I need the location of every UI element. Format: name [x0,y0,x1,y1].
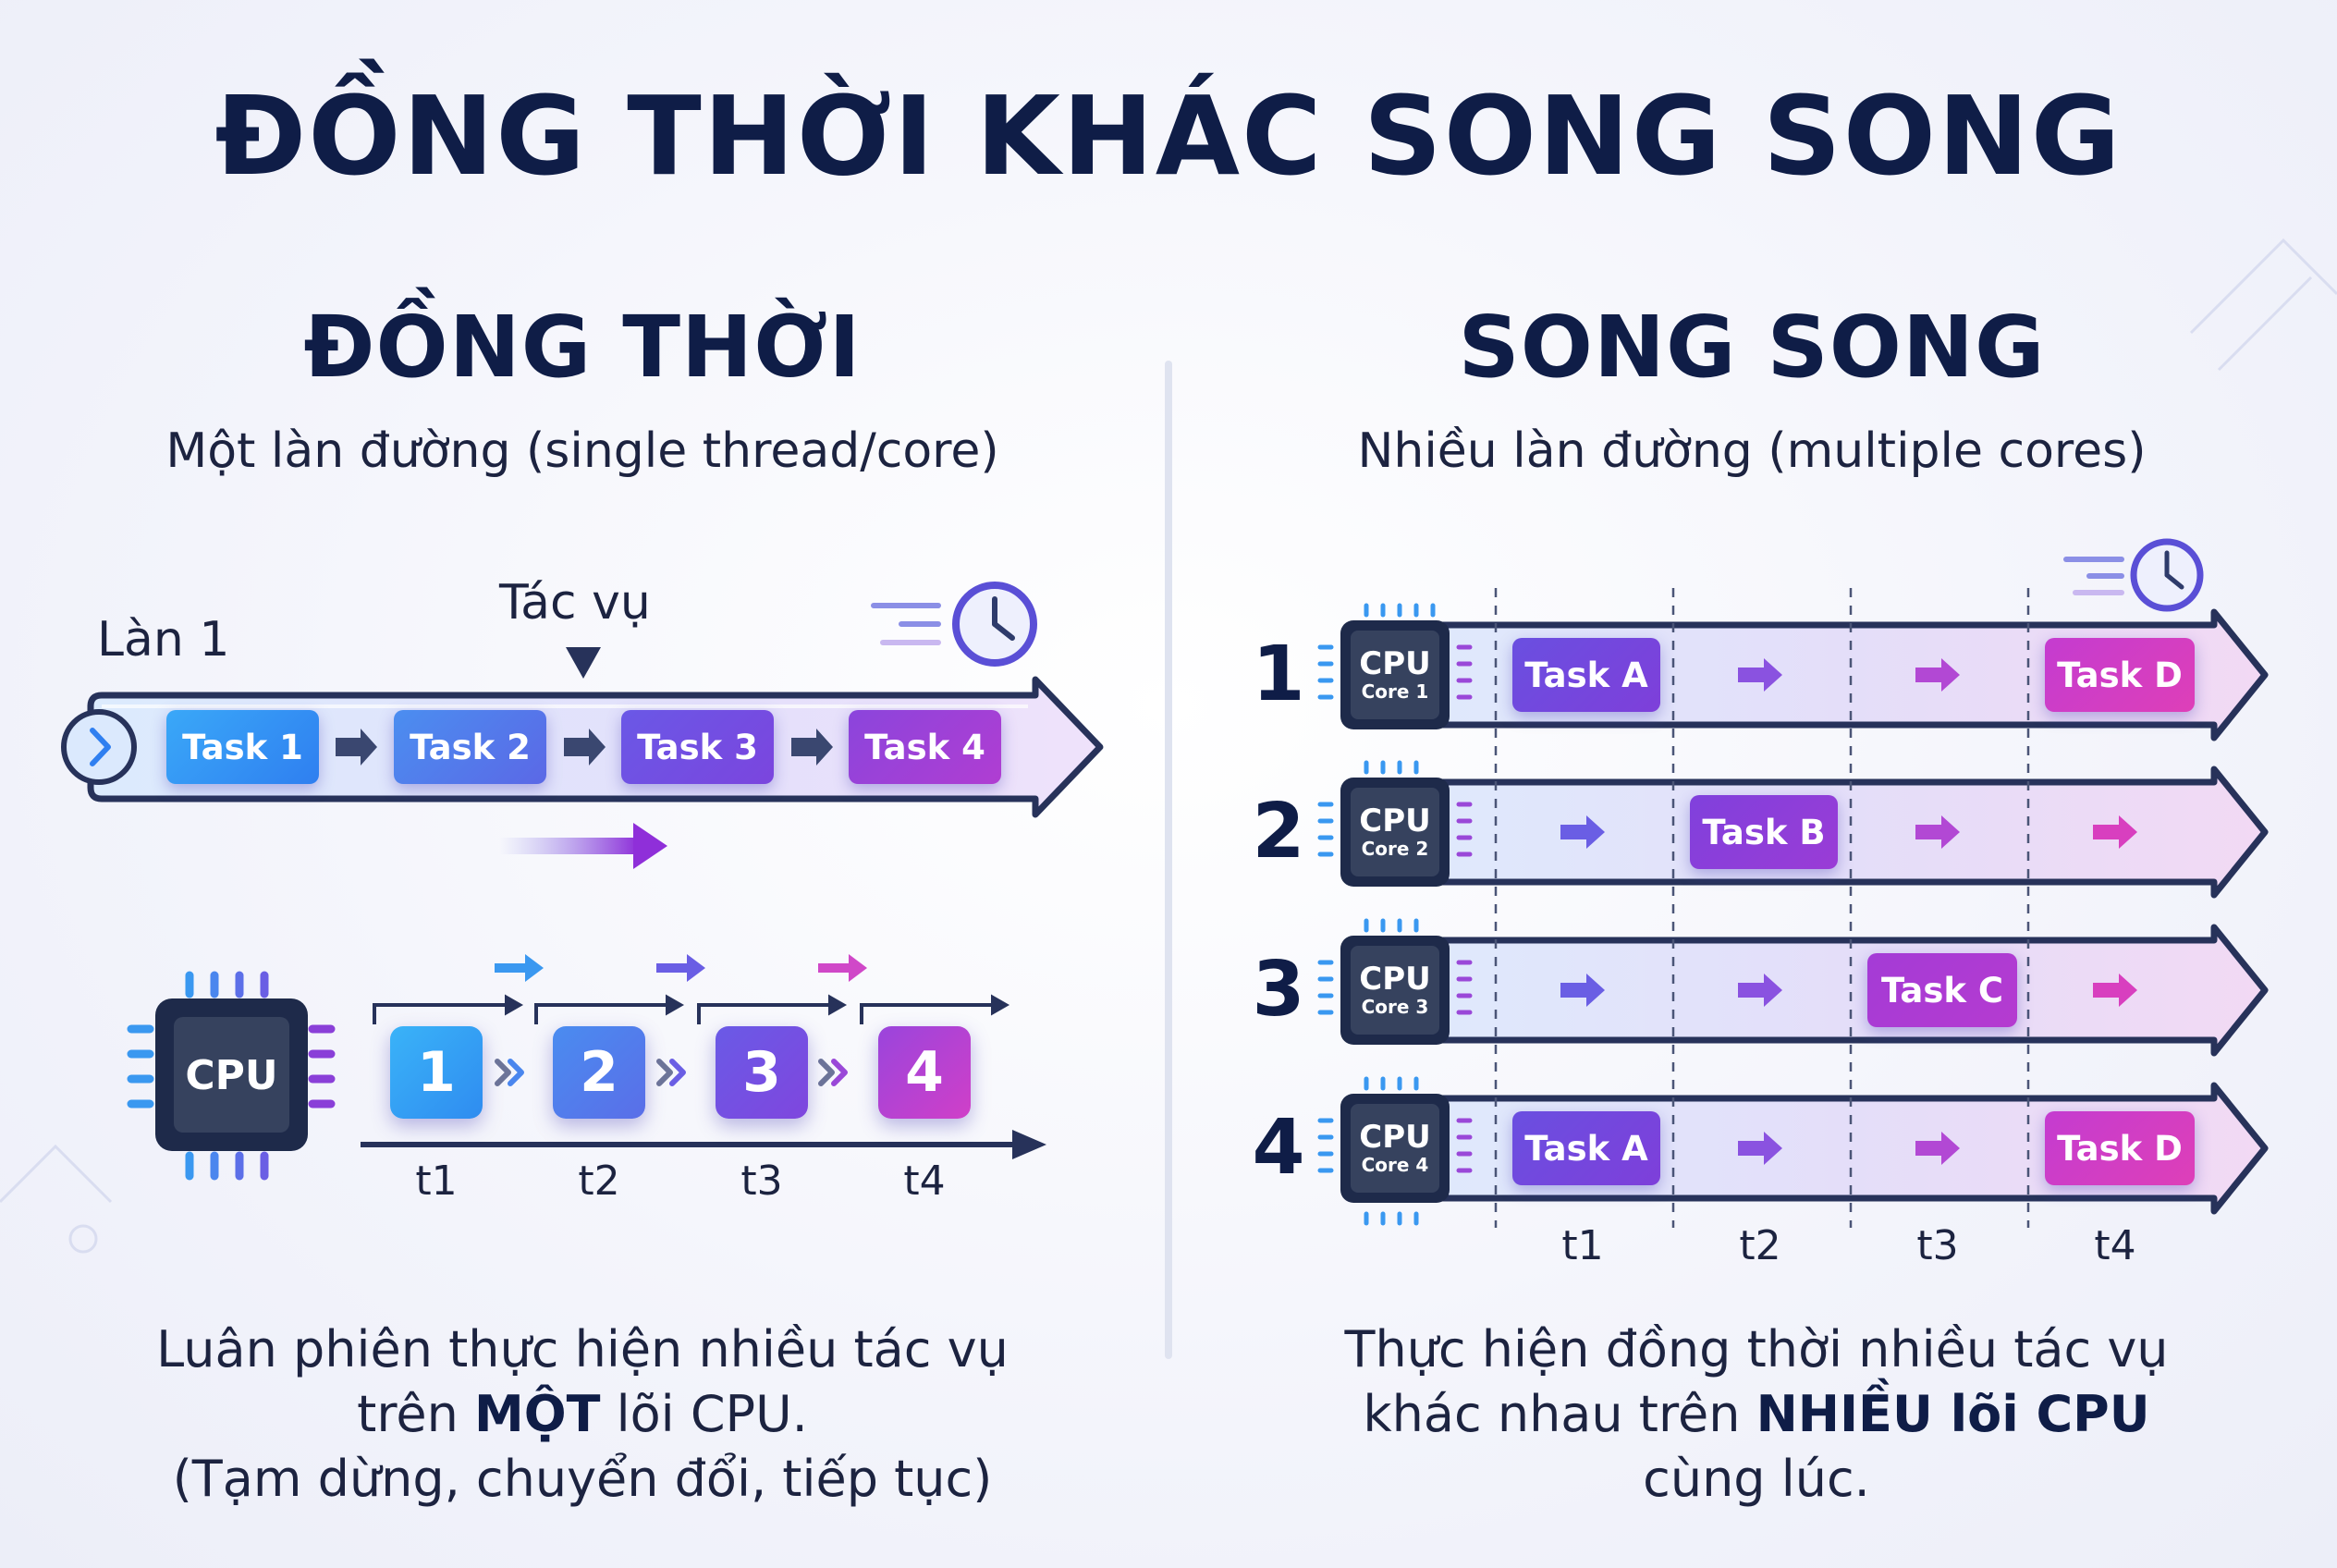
core1-task-a[interactable]: Task A [1512,638,1660,712]
lane-task-3[interactable]: Task 3 [621,710,774,784]
task-pointer-label: Tác vụ [499,575,651,631]
row-number-2: 2 [1252,788,1305,876]
decorative-lines [0,238,2337,1254]
core3-task-c[interactable]: Task C [1867,953,2017,1027]
core-chip-pins [1317,603,1473,1226]
concurrency-desc-line2: trên MỘT lõi CPU. [357,1385,808,1443]
core2-task-b[interactable]: Task B [1690,795,1838,869]
core4-task-d[interactable]: Task D [2045,1111,2195,1185]
concurrency-title: ĐỒNG THỜI [303,298,862,397]
time-axis [361,1130,1046,1159]
time-label-t2: t2 [578,1158,620,1205]
row-number-4: 4 [1252,1104,1305,1192]
step-1: 1 [390,1026,483,1119]
cpu-label: CPU [185,1052,278,1099]
lane-label: Làn 1 [97,612,230,668]
task-pointer-icon [566,647,601,679]
parallel-title: SONG SONG [1458,298,2046,397]
parallel-desc-line2: khác nhau trên NHIỀU lõi CPU [1363,1385,2150,1443]
parallel-desc-line1: Thực hiện đồng thời nhiều tác vụ [1344,1320,2169,1378]
step-4: 4 [878,1026,971,1119]
row-number-1: 1 [1252,631,1305,718]
idle-arrows [1560,658,2137,1165]
lane-task-2[interactable]: Task 2 [394,710,546,784]
parallel-time-label-t3: t3 [1916,1222,1959,1269]
lane-task-4[interactable]: Task 4 [849,710,1001,784]
concurrency-subtitle: Một làn đường (single thread/core) [165,423,999,479]
section-divider [1165,361,1172,1359]
main-title: ĐỒNG THỜI KHÁC SONG SONG [214,72,2123,200]
task-sequence-arrows [336,729,833,766]
parallel-time-label-t1: t1 [1561,1222,1604,1269]
motion-arrow-icon [499,823,667,869]
parallel-time-label-t4: t4 [2094,1222,2136,1269]
step-3: 3 [716,1026,808,1119]
parallel-desc-line3: cùng lúc. [1643,1450,1870,1508]
play-circle-icon [61,709,137,785]
time-label-t3: t3 [740,1158,783,1205]
concurrency-description: Luân phiên thực hiện nhiều tác vụ trên M… [37,1317,1128,1512]
step-2: 2 [553,1026,645,1119]
core4-task-a[interactable]: Task A [1512,1111,1660,1185]
time-label-t1: t1 [415,1158,458,1205]
concurrency-desc-line3: (Tạm dừng, chuyển đổi, tiếp tục) [172,1450,993,1508]
chevron-icons [495,1059,848,1086]
parallel-subtitle: Nhiều làn đường (multiple cores) [1357,423,2147,479]
lane-task-1[interactable]: Task 1 [166,710,319,784]
concurrency-desc-line1: Luân phiên thực hiện nhiều tác vụ [156,1320,1009,1378]
switch-brackets [373,994,1010,1024]
parallel-time-label-t2: t2 [1739,1222,1781,1269]
time-separators [1494,588,2030,1228]
switch-indicator-arrows [495,954,867,982]
clock-icon-parallel [2063,538,2204,612]
clock-icon [871,582,1037,667]
core1-task-d[interactable]: Task D [2045,638,2195,712]
parallel-description: Thực hiện đồng thời nhiều tác vụ khác nh… [1211,1317,2302,1512]
cpu-chip-icon [127,971,336,1181]
time-label-t4: t4 [903,1158,946,1205]
row-number-3: 3 [1252,946,1305,1034]
